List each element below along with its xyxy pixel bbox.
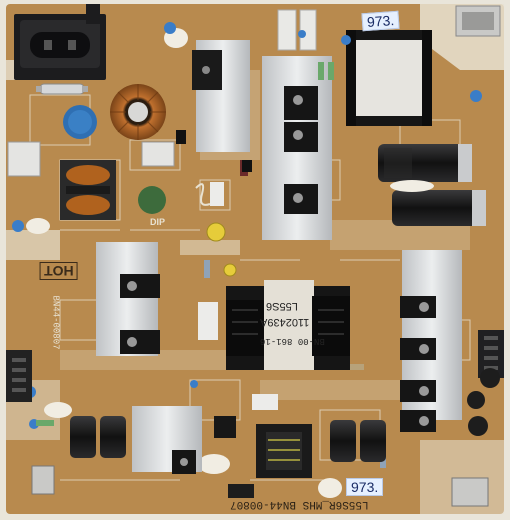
connector-left (6, 350, 32, 402)
hot-marker: HOT (40, 262, 78, 280)
dip-marker: DIP (150, 217, 166, 227)
thermistor (138, 186, 166, 214)
transformer-bottom-line: 1102439A (260, 316, 310, 328)
output-capacitors-left (70, 416, 126, 458)
bulk-capacitor-2 (392, 190, 486, 226)
transformer-code: BN-00 861-16 (260, 336, 325, 346)
transformer-top-line: L55S6 (266, 300, 298, 312)
bulk-capacitor-1 (378, 144, 472, 182)
board-code-left: BN44-00807 (50, 295, 61, 350)
sticker-top: 973. (361, 10, 400, 32)
sticker-bottom: 973. (346, 478, 384, 496)
part-number-bottom: L55S6R_MHS BN44-00807 (230, 498, 369, 510)
